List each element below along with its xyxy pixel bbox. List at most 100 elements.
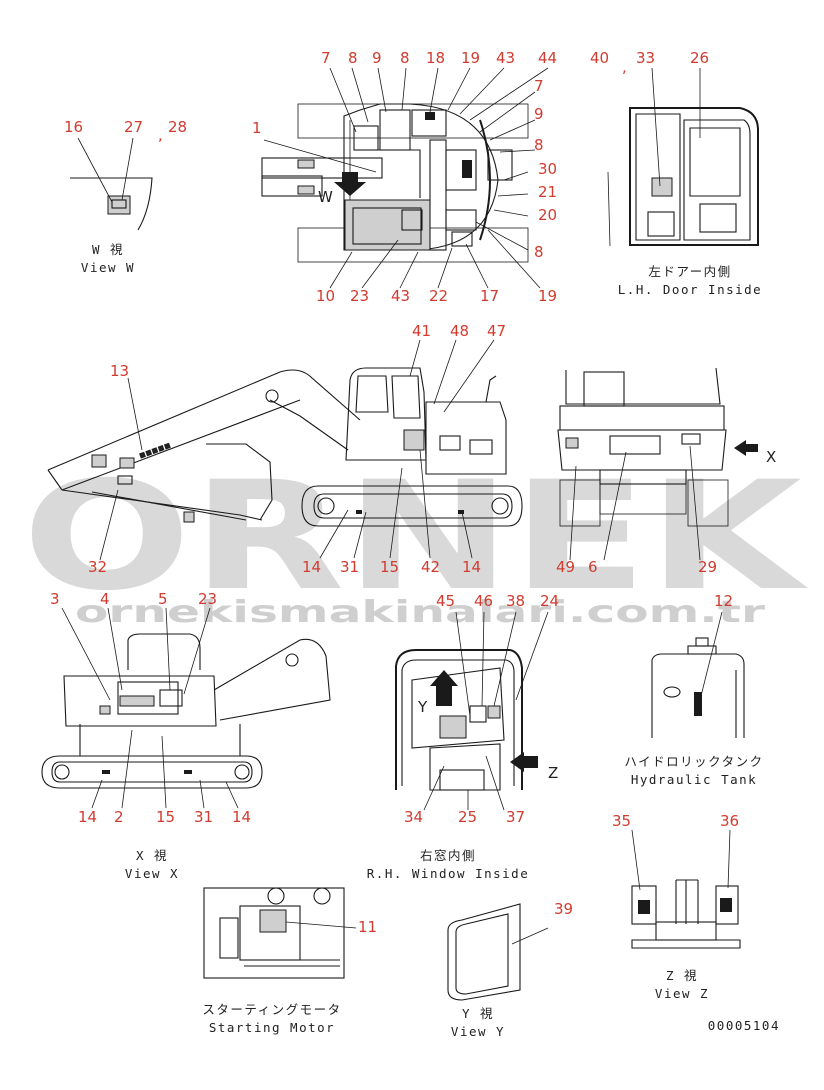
rear-view: X 49 6 29 bbox=[556, 367, 776, 576]
callout-label: 18 bbox=[426, 49, 445, 67]
callout-label: 25 bbox=[458, 808, 477, 826]
callout-label: 2 bbox=[114, 808, 124, 826]
callout-label: 3 bbox=[50, 590, 60, 608]
callout-label: 34 bbox=[404, 808, 423, 826]
callout-label: 15 bbox=[156, 808, 175, 826]
callout-label: 14 bbox=[232, 808, 251, 826]
side-view: ■■■■■ 13 41 48 47 32 14 31 15 42 14 bbox=[47, 322, 523, 576]
callout-label: 43 bbox=[391, 287, 410, 305]
start-motor-jp: スターティングモータ bbox=[202, 1002, 341, 1017]
view-w-en: View W bbox=[81, 260, 135, 275]
w-arrow-label: W bbox=[318, 188, 333, 206]
view-x-en: View X bbox=[125, 866, 179, 881]
callout-label: 13 bbox=[110, 362, 129, 380]
callout-label: 4 bbox=[100, 590, 110, 608]
callout-label: 37 bbox=[506, 808, 525, 826]
z-arrow-label: Z bbox=[548, 764, 558, 782]
top-callouts: 7 8 9 8 18 19 43 44 1 7 9 8 30 21 20 8 1… bbox=[252, 49, 557, 305]
callout-label: 1 bbox=[252, 119, 262, 137]
callout-label: 14 bbox=[78, 808, 97, 826]
callout-label: 9 bbox=[372, 49, 382, 67]
view-y: 39 Y 視 View Y bbox=[447, 900, 573, 1039]
callout-label: 12 bbox=[714, 592, 733, 610]
top-plan-view: W 7 8 9 8 18 19 43 44 1 7 9 8 30 21 20 8… bbox=[252, 49, 557, 305]
callout-label: 30 bbox=[538, 160, 557, 178]
view-x: 3 4 5 23 14 2 15 31 14 X 視 View X bbox=[41, 590, 331, 881]
callout-label: 19 bbox=[461, 49, 480, 67]
callout-label: 44 bbox=[538, 49, 557, 67]
rh-window-inside-view: Y Z 45 46 38 24 34 25 37 右窓内側 R.H. Windo… bbox=[367, 592, 559, 881]
callout-label: 26 bbox=[690, 49, 709, 67]
callout-label: 7 bbox=[534, 77, 544, 95]
callout-label: 20 bbox=[538, 206, 557, 224]
view-z-jp: Z 視 bbox=[666, 968, 698, 983]
callout-label: 22 bbox=[429, 287, 448, 305]
view-y-en: View Y bbox=[451, 1024, 505, 1039]
callout-label: 14 bbox=[302, 558, 321, 576]
callout-label: , bbox=[158, 126, 163, 144]
callout-label: 47 bbox=[487, 322, 506, 340]
x-arrow-icon bbox=[734, 440, 758, 456]
hyd-tank-en: Hydraulic Tank bbox=[631, 772, 757, 787]
watermark-url: ornekismakinalari.com.tr bbox=[75, 595, 765, 630]
callout-label: 8 bbox=[348, 49, 358, 67]
callout-label: 23 bbox=[350, 287, 369, 305]
w-arrow-icon bbox=[334, 172, 366, 196]
callout-label: 49 bbox=[556, 558, 575, 576]
y-arrow-label: Y bbox=[417, 698, 428, 716]
callout-label: 29 bbox=[698, 558, 717, 576]
y-arrow-icon bbox=[430, 670, 458, 706]
callout-label: 43 bbox=[496, 49, 515, 67]
lh-door-inside-view: 40 , 33 26 左ドアー内側 L.H. Door Inside bbox=[590, 49, 762, 297]
callout-label: 23 bbox=[198, 590, 217, 608]
view-w: 16 27 , 28 W 視 View W bbox=[64, 118, 187, 275]
callout-label: 15 bbox=[380, 558, 399, 576]
callout-label: 17 bbox=[480, 287, 499, 305]
x-arrow-label: X bbox=[766, 448, 776, 466]
callout-label: 6 bbox=[588, 558, 598, 576]
start-motor-en: Starting Motor bbox=[209, 1020, 335, 1035]
callout-label: 7 bbox=[321, 49, 331, 67]
rh-window-en: R.H. Window Inside bbox=[367, 866, 529, 881]
callout-label: 48 bbox=[450, 322, 469, 340]
watermark-brand: ORNEK bbox=[22, 450, 808, 624]
callout-label: 28 bbox=[168, 118, 187, 136]
view-y-jp: Y 視 bbox=[462, 1006, 494, 1021]
callout-label: 8 bbox=[534, 243, 544, 261]
rh-window-jp: 右窓内側 bbox=[420, 848, 476, 863]
callout-label: 21 bbox=[538, 183, 557, 201]
watermark: ORNEK ornekismakinalari.com.tr bbox=[22, 450, 808, 630]
lh-door-en: L.H. Door Inside bbox=[618, 282, 762, 297]
starting-motor-view: 11 スターティングモータ Starting Motor bbox=[202, 887, 377, 1035]
callout-label: 46 bbox=[474, 592, 493, 610]
drawing-number: 00005104 bbox=[708, 1018, 780, 1033]
z-arrow-icon bbox=[510, 752, 538, 772]
callout-label: 5 bbox=[158, 590, 168, 608]
callout-label: 31 bbox=[340, 558, 359, 576]
callout-label: 36 bbox=[720, 812, 739, 830]
hydraulic-tank-view: 12 ハイドロリックタンク Hydraulic Tank bbox=[624, 592, 763, 787]
callout-label: 35 bbox=[612, 812, 631, 830]
callout-label: 41 bbox=[412, 322, 431, 340]
view-w-jp: W 視 bbox=[92, 242, 124, 257]
callout-label: 16 bbox=[64, 118, 83, 136]
callout-label: 8 bbox=[400, 49, 410, 67]
callout-label: , bbox=[622, 58, 627, 76]
callout-label: 39 bbox=[554, 900, 573, 918]
callout-label: 33 bbox=[636, 49, 655, 67]
lh-door-jp: 左ドアー内側 bbox=[648, 264, 731, 279]
callout-label: 9 bbox=[534, 105, 544, 123]
callout-label: 19 bbox=[538, 287, 557, 305]
callout-label: 10 bbox=[316, 287, 335, 305]
view-z: 35 36 Z 視 View Z bbox=[612, 812, 741, 1001]
callout-label: 40 bbox=[590, 49, 609, 67]
callout-label: 42 bbox=[421, 558, 440, 576]
view-x-jp: X 視 bbox=[136, 848, 168, 863]
callout-label: 32 bbox=[88, 558, 107, 576]
callout-label: 14 bbox=[462, 558, 481, 576]
callout-label: 11 bbox=[358, 918, 377, 936]
hyd-tank-jp: ハイドロリックタンク bbox=[624, 754, 763, 769]
callout-label: 31 bbox=[194, 808, 213, 826]
callout-label: 27 bbox=[124, 118, 143, 136]
